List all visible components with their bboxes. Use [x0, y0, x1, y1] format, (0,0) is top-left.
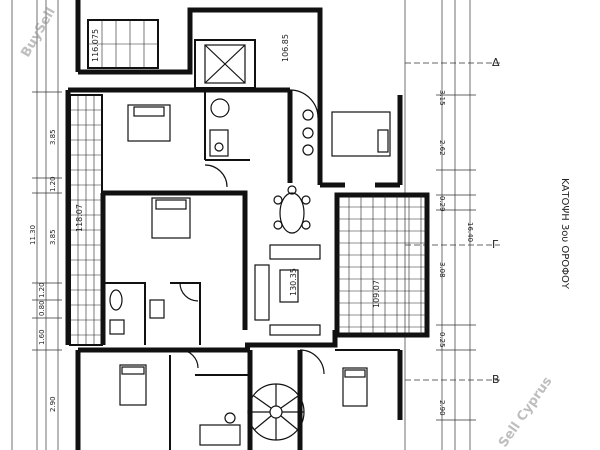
veranda-right-tiles — [334, 192, 430, 338]
plan-title: ΚΑΤΟΨΗ 3ου ΟΡΟΦΟΥ — [559, 178, 570, 290]
level-veranda: 109.07 — [372, 280, 381, 308]
right-dim-0: 3.15 — [438, 90, 446, 106]
bed-lower-right — [342, 367, 368, 407]
left-dim-0: 3.85 — [49, 129, 57, 145]
bathroom-lower — [199, 412, 241, 446]
bed-lower-left — [119, 364, 147, 406]
right-dimension-chain — [436, 0, 476, 450]
spiral-stair — [247, 383, 305, 441]
section-marker-delta: Δ — [492, 56, 500, 69]
left-dimension-chain — [32, 0, 62, 450]
sheet-frame — [11, 0, 456, 450]
section-marker-gamma: Γ — [492, 238, 499, 251]
veranda-left-tiles — [69, 94, 103, 346]
left-dim-1: 1.20 — [49, 176, 57, 192]
level-living: 130.35 — [289, 268, 298, 296]
kitchen — [302, 109, 391, 157]
bathroom-middle — [109, 289, 165, 335]
section-marker-beta: Β — [492, 373, 500, 386]
right-dim-total: 16.40 — [466, 222, 474, 242]
watermark-top: BuySell — [18, 5, 58, 60]
living-sofa — [254, 244, 321, 336]
section-lines — [405, 62, 500, 381]
stair-top — [87, 19, 159, 69]
right-dim-2: 0.29 — [438, 196, 446, 212]
dining-table — [273, 185, 311, 234]
left-dim-5: 1.60 — [38, 329, 46, 345]
bed-upper — [127, 104, 171, 142]
left-dim-6: 2.90 — [49, 396, 57, 412]
doors — [179, 89, 325, 375]
right-dim-5: 2.90 — [438, 400, 446, 416]
level-bedroom-left: 118.07 — [75, 204, 84, 232]
right-dim-3: 3.08 — [438, 262, 446, 278]
level-stair: 116.075 — [91, 29, 100, 62]
level-lift: 106.85 — [281, 34, 290, 62]
watermark-bottom: Sell Cyprus — [496, 374, 556, 450]
right-dim-4: 0.25 — [438, 332, 446, 348]
left-dim-2: 3.85 — [49, 229, 57, 245]
bathroom-upper — [209, 98, 230, 157]
right-dim-1: 2.62 — [438, 140, 446, 156]
left-dim-4: 0.80 — [38, 300, 46, 316]
lift-shaft — [204, 44, 246, 84]
bed-middle — [151, 197, 191, 239]
left-dim-total: 11.30 — [29, 225, 37, 245]
left-dim-3: 1.20 — [38, 282, 46, 298]
